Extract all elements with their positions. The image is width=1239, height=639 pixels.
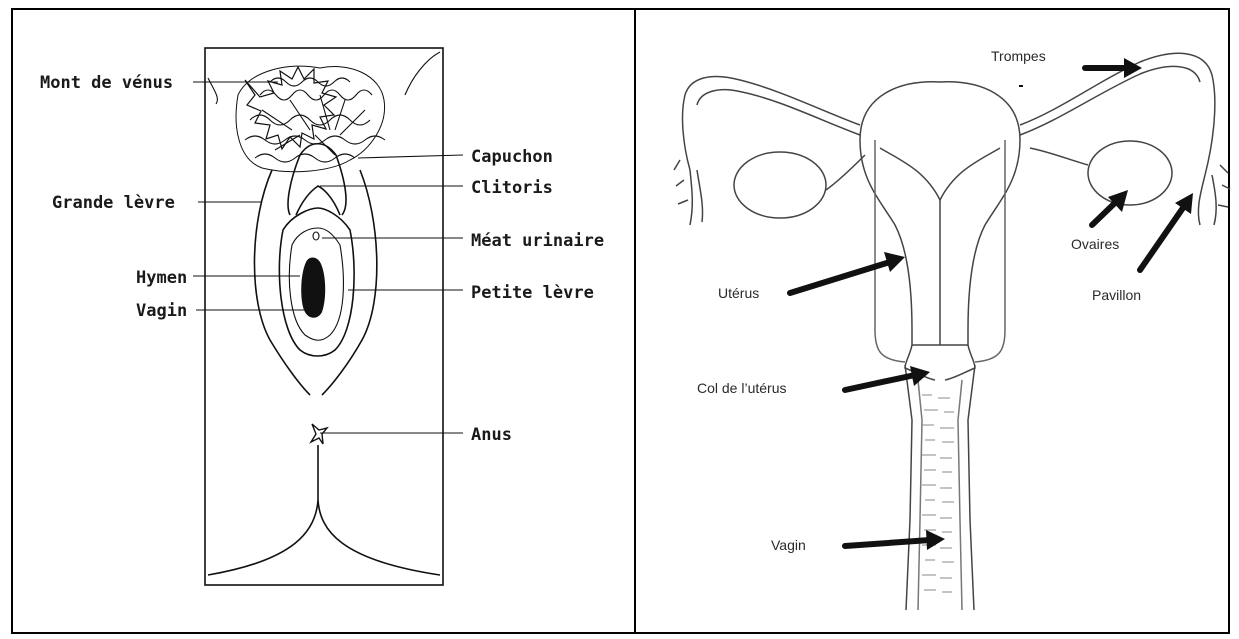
left-ovarian-ligament (826, 155, 865, 190)
uterine-cavity (880, 148, 1000, 200)
left-fimbriae (674, 160, 703, 225)
label-vagin-right: Vagin (771, 537, 806, 553)
label-ovaires: Ovaires (1071, 236, 1119, 252)
label-uterus: Utérus (718, 285, 759, 301)
label-pavillon: Pavillon (1092, 287, 1141, 303)
right-fallopian-tube (1020, 53, 1215, 175)
label-col-uterus: Col de l’utérus (697, 380, 787, 396)
left-fallopian-tube (683, 76, 860, 170)
right-ovarian-ligament (1030, 148, 1088, 165)
left-ovary (734, 152, 826, 218)
right-fimbriae (1198, 165, 1230, 225)
vagina-rugae (922, 395, 954, 592)
right-ovary (1088, 141, 1172, 205)
label-trompes: Trompes (991, 48, 1046, 64)
